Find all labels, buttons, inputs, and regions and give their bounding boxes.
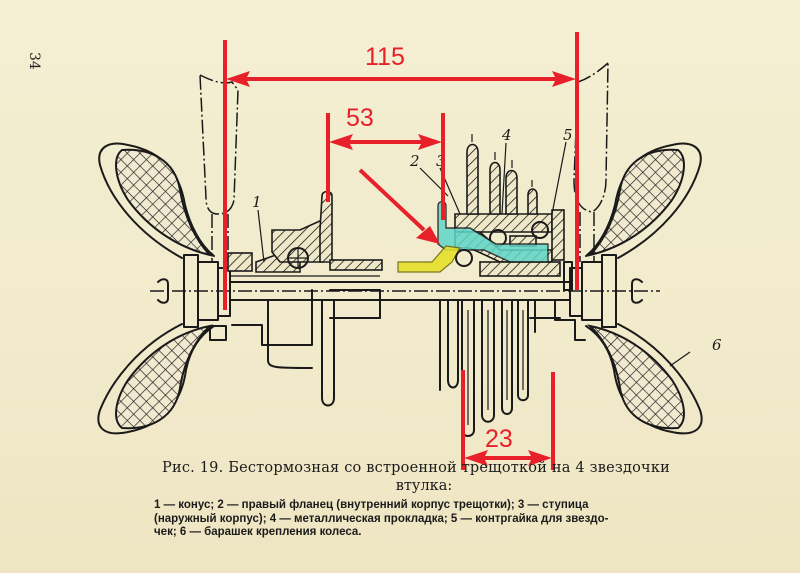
part-label-4: 4 — [501, 126, 512, 144]
figure-caption: Рис. 19. Бестормозная со встроенной трещ… — [150, 460, 690, 540]
figure-legend: 1 — конус; 2 — правый фланец (внутренний… — [150, 499, 690, 540]
dimension-overall-width: 115 — [223, 32, 579, 310]
right-wing-nut — [569, 142, 703, 435]
figure-title-continued: втулка: — [395, 478, 453, 494]
dimension-label-115: 115 — [365, 43, 405, 71]
figure-title: Рис. 19. Бестормозная со встроенной трещ… — [162, 460, 670, 476]
left-cone-assembly — [227, 190, 383, 407]
leader-lines — [257, 141, 691, 367]
right-flange-highlight — [437, 200, 549, 263]
sprocket-teeth-top — [466, 134, 538, 215]
bearing-ball — [455, 249, 473, 267]
right-dropout — [573, 61, 609, 262]
legend-line-3: чек; 6 — барашек крепления колеса. — [154, 526, 362, 538]
left-wing-nut — [97, 142, 231, 435]
sprocket-teeth-bottom — [439, 299, 561, 437]
dimension-label-53: 53 — [346, 104, 374, 132]
part-label-5: 5 — [563, 126, 573, 144]
part-label-6: 6 — [712, 336, 722, 354]
part-label-1: 1 — [252, 193, 262, 211]
legend-line-1: 1 — конус; 2 — правый фланец (внутренний… — [154, 499, 589, 511]
cone-highlight — [397, 245, 461, 273]
dimension-cassette-width: 23 — [461, 370, 555, 470]
part-label-3: 3 — [436, 152, 446, 170]
dimension-label-23: 23 — [485, 425, 513, 453]
legend-line-2: (наружный корпус); 4 — металлическая про… — [154, 512, 609, 525]
page-number: 34 — [26, 52, 42, 70]
dimension-flange-spacing: 53 — [326, 104, 445, 220]
axle — [229, 275, 571, 301]
part-label-2: 2 — [409, 152, 420, 170]
pointer-arrow — [358, 168, 440, 244]
